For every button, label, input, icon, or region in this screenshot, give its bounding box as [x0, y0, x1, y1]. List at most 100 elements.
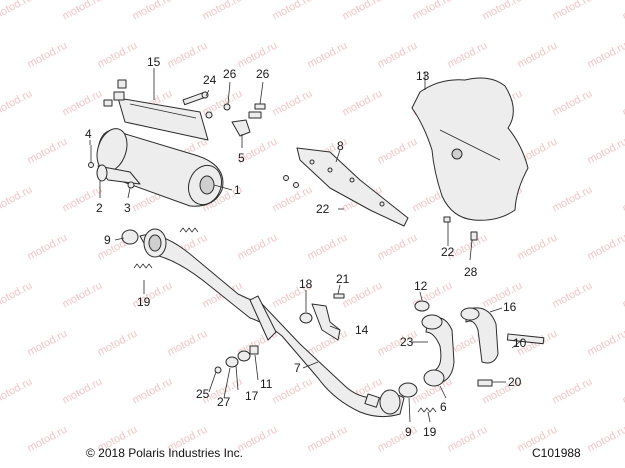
callout-6: 6 — [440, 400, 447, 414]
watermark-text: motod.ru — [0, 88, 34, 119]
watermark-text: motod.ru — [620, 0, 625, 23]
copyright-notice: © 2018 Polaris Industries Inc. — [86, 446, 243, 460]
watermark-text: motod.ru — [270, 88, 314, 119]
watermark-text: motod.ru — [165, 40, 209, 71]
callout-7: 7 — [294, 361, 301, 375]
watermark-text: motod.ru — [60, 88, 104, 119]
watermark-layer: motod.ru motod.ru motod.ru motod.ru motod.ru… — [0, 0, 625, 455]
watermark-text: motod.ru — [515, 232, 559, 263]
watermark-text: motod.ru — [200, 0, 244, 23]
callout-19-left: 19 — [137, 295, 151, 309]
callout-4: 4 — [85, 127, 92, 141]
mounting-bracket — [283, 147, 409, 227]
rear-pipe-assembly — [398, 300, 545, 413]
watermark-text: motod.ru — [620, 88, 625, 119]
watermark-text: motod.ru — [60, 280, 104, 311]
watermark-text: motod.ru — [550, 184, 594, 215]
watermark-text: motod.ru — [375, 40, 419, 71]
gasket-and-springs-left — [121, 227, 199, 269]
watermark-text: motod.ru — [585, 424, 625, 455]
watermark-text: motod.ru — [515, 40, 559, 71]
callout-13: 13 — [416, 69, 430, 83]
watermark-text: motod.ru — [375, 136, 419, 167]
watermark-text: motod.ru — [620, 280, 625, 311]
callout-19-right: 19 — [423, 425, 437, 439]
watermark-text: motod.ru — [130, 0, 174, 23]
watermark-text: motod.ru — [585, 40, 625, 71]
watermark-text: motod.ru — [585, 232, 625, 263]
callout-16: 16 — [503, 300, 517, 314]
callout-18: 18 — [299, 277, 313, 291]
callout-24: 24 — [203, 73, 217, 87]
watermark-text: motod.ru — [375, 232, 419, 263]
watermark-text: motod.ru — [620, 376, 625, 407]
callout-9-left: 9 — [104, 233, 111, 247]
watermark-text: motod.ru — [165, 328, 209, 359]
watermark-text: motod.ru — [270, 0, 314, 23]
watermark-text: motod.ru — [25, 40, 69, 71]
callout-23: 23 — [400, 335, 414, 349]
callout-numbers: 1 2 3 4 5 6 7 8 9 9 10 11 12 13 14 15 16… — [85, 55, 527, 439]
watermark-text: motod.ru — [550, 0, 594, 23]
watermark-text: motod.ru — [60, 0, 104, 23]
watermark-text: motod.ru — [0, 0, 34, 23]
callout-20: 20 — [508, 375, 522, 389]
watermark-text: motod.ru — [305, 40, 349, 71]
watermark-text: motod.ru — [585, 136, 625, 167]
callout-11: 11 — [260, 377, 273, 391]
watermark-text: motod.ru — [445, 40, 489, 71]
callout-26-right: 26 — [256, 67, 270, 81]
watermark-text: motod.ru — [620, 184, 625, 215]
watermark-text: motod.ru — [0, 376, 34, 407]
watermark-text: motod.ru — [25, 136, 69, 167]
callout-12: 12 — [414, 279, 428, 293]
watermark-text: motod.ru — [25, 424, 69, 455]
watermark-text: motod.ru — [585, 328, 625, 359]
watermark-text: motod.ru — [95, 328, 139, 359]
watermark-text: motod.ru — [375, 424, 419, 455]
callout-10: 10 — [513, 336, 527, 350]
watermark-text: motod.ru — [60, 376, 104, 407]
hanger-bracket — [299, 293, 345, 341]
callout-27: 27 — [217, 395, 231, 409]
callout-1: 1 — [234, 183, 241, 197]
callout-2: 2 — [96, 201, 103, 215]
callout-22-right: 22 — [441, 245, 455, 259]
callout-26-left: 26 — [223, 67, 237, 81]
muffler-assembly — [88, 79, 231, 207]
watermark-text: motod.ru — [340, 88, 384, 119]
watermark-text: motod.ru — [0, 280, 34, 311]
callout-8: 8 — [337, 139, 344, 153]
watermark-text: motod.ru — [95, 40, 139, 71]
watermark-text: motod.ru — [270, 376, 314, 407]
callout-25: 25 — [196, 387, 210, 401]
watermark-text: motod.ru — [480, 0, 524, 23]
callout-3: 3 — [124, 201, 131, 215]
watermark-text: motod.ru — [0, 184, 34, 215]
head-pipe — [139, 228, 405, 418]
watermark-text: motod.ru — [235, 232, 279, 263]
watermark-text: motod.ru — [130, 376, 174, 407]
watermark-text: motod.ru — [550, 376, 594, 407]
callout-15: 15 — [147, 55, 161, 69]
watermark-text: motod.ru — [550, 88, 594, 119]
callout-9-right: 9 — [405, 425, 412, 439]
watermark-text: motod.ru — [270, 184, 314, 215]
watermark-text: motod.ru — [235, 40, 279, 71]
watermark-text: motod.ru — [340, 0, 384, 23]
callout-5: 5 — [238, 151, 245, 165]
callout-21: 21 — [336, 272, 350, 286]
callout-22-left: 22 — [316, 202, 330, 216]
callout-14: 14 — [355, 323, 369, 337]
leader-lines — [89, 68, 523, 423]
watermark-text: motod.ru — [25, 328, 69, 359]
hardware-stack — [214, 345, 259, 374]
callout-28: 28 — [464, 265, 478, 279]
watermark-text: motod.ru — [550, 280, 594, 311]
figure-id: C101988 — [532, 446, 581, 460]
watermark-text: motod.ru — [305, 232, 349, 263]
callout-17: 17 — [245, 389, 259, 403]
watermark-text: motod.ru — [410, 0, 454, 23]
watermark-text: motod.ru — [445, 424, 489, 455]
